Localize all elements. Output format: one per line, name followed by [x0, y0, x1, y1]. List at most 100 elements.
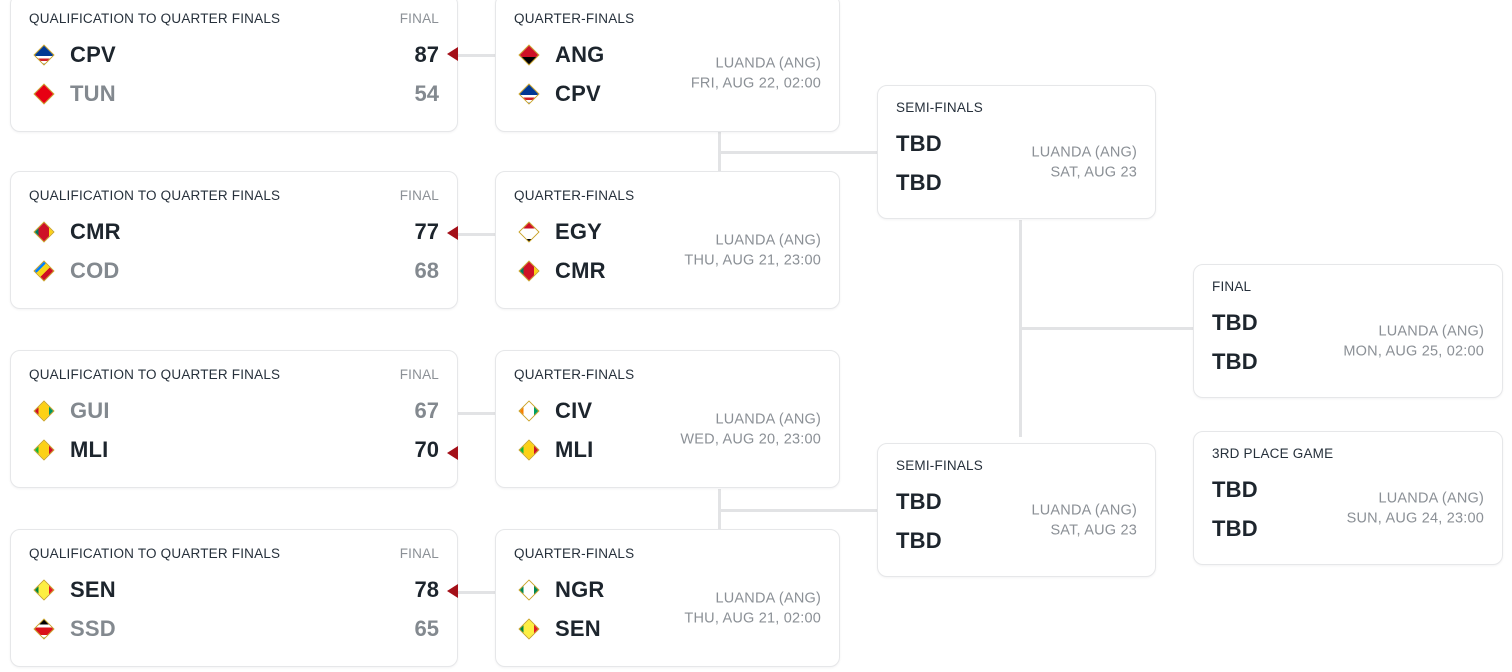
team-abbr: TBD [896, 169, 942, 195]
team-abbr: COD [70, 257, 120, 283]
team-abbr: SEN [70, 576, 116, 602]
quarter-final-card-2[interactable]: QUARTER-FINALS EGY CMR LUANDA (ANG) THU,… [495, 171, 840, 309]
team-row[interactable]: SEN [514, 609, 821, 648]
qualification-card-4[interactable]: QUALIFICATION TO QUARTER FINALS FINAL SE… [10, 529, 458, 667]
team-row[interactable]: COD 68 [29, 251, 439, 290]
team-row[interactable]: TBD [896, 163, 1137, 202]
card-status: FINAL [399, 188, 439, 203]
quarter-final-card-4[interactable]: QUARTER-FINALS NGR SEN LUANDA (ANG) THU,… [495, 529, 840, 667]
team-row[interactable]: CPV 87 [29, 35, 439, 74]
card-title: QUALIFICATION TO QUARTER FINALS [29, 188, 281, 203]
match-venue: LUANDA (ANG) [1031, 144, 1137, 161]
match-venue: LUANDA (ANG) [715, 232, 821, 249]
match-meta: LUANDA (ANG) SUN, AUG 24, 23:00 [1347, 489, 1484, 528]
senegal-flag-icon [29, 578, 59, 601]
team-row[interactable]: EGY [514, 212, 821, 251]
match-datetime: MON, AUG 25, 02:00 [1343, 343, 1484, 359]
team-abbr: CPV [70, 41, 116, 67]
quarter-final-card-1[interactable]: QUARTER-FINALS ANG CPV LUANDA (ANG) FRI,… [495, 0, 840, 132]
team-row[interactable]: TBD [1212, 303, 1484, 342]
south-sudan-flag-icon [29, 617, 59, 640]
senegal-flag-icon [514, 617, 544, 640]
match-meta: LUANDA (ANG) THU, AUG 21, 02:00 [684, 589, 821, 628]
card-title: QUALIFICATION TO QUARTER FINALS [29, 11, 281, 26]
final-card[interactable]: FINAL TBD TBD LUANDA (ANG) MON, AUG 25, … [1193, 264, 1503, 398]
match-meta: LUANDA (ANG) FRI, AUG 22, 02:00 [691, 54, 821, 93]
semi-final-card-1[interactable]: SEMI-FINALS TBD TBD LUANDA (ANG) SAT, AU… [877, 85, 1156, 219]
team-row[interactable]: CMR [514, 251, 821, 290]
team-abbr: TBD [896, 488, 942, 514]
card-title: SEMI-FINALS [896, 458, 983, 473]
match-datetime: SUN, AUG 24, 23:00 [1346, 510, 1484, 526]
team-row[interactable]: TBD [896, 521, 1137, 560]
team-row[interactable]: CIV [514, 391, 821, 430]
team-row[interactable]: TBD [896, 124, 1137, 163]
team: CPV [29, 42, 405, 68]
card-title: FINAL [1212, 279, 1252, 294]
match-venue: LUANDA (ANG) [1378, 490, 1484, 507]
team-row[interactable]: SSD 65 [29, 609, 439, 648]
match-venue: LUANDA (ANG) [1378, 323, 1484, 340]
cameroon-flag-icon [29, 220, 59, 243]
team-row[interactable]: TBD [896, 482, 1137, 521]
team-rows: TBD TBD LUANDA (ANG) SAT, AUG 23 [878, 124, 1155, 202]
card-title: QUARTER-FINALS [514, 11, 635, 26]
card-header: QUARTER-FINALS [496, 172, 839, 203]
winner-marker-icon [447, 226, 458, 240]
quarter-final-card-3[interactable]: QUARTER-FINALS CIV MLI LUANDA (ANG) WED,… [495, 350, 840, 488]
team-rows: TBD TBD LUANDA (ANG) SUN, AUG 24, 23:00 [1194, 470, 1502, 548]
card-header: QUALIFICATION TO QUARTER FINALS FINAL [11, 351, 457, 382]
third-place-card[interactable]: 3RD PLACE GAME TBD TBD LUANDA (ANG) SUN,… [1193, 431, 1503, 565]
team: SEN [29, 577, 405, 603]
tunisia-flag-icon [29, 82, 59, 105]
mali-flag-icon [29, 438, 59, 461]
qualification-card-3[interactable]: QUALIFICATION TO QUARTER FINALS FINAL GU… [10, 350, 458, 488]
team-row[interactable]: CPV [514, 74, 821, 113]
team-row[interactable]: TBD [1212, 342, 1484, 381]
card-header: QUALIFICATION TO QUARTER FINALS FINAL [11, 0, 457, 26]
qualification-card-2[interactable]: QUALIFICATION TO QUARTER FINALS FINAL CM… [10, 171, 458, 309]
cameroon-flag-icon [514, 259, 544, 282]
cape-verde-flag-icon [514, 82, 544, 105]
match-meta: LUANDA (ANG) SAT, AUG 23 [1031, 501, 1137, 540]
team-abbr: TBD [1212, 515, 1258, 541]
semi-final-card-2[interactable]: SEMI-FINALS TBD TBD LUANDA (ANG) SAT, AU… [877, 443, 1156, 577]
team-row[interactable]: ANG [514, 35, 821, 74]
team-row[interactable]: TBD [1212, 470, 1484, 509]
team-abbr: TUN [70, 80, 116, 106]
team: TUN [29, 81, 405, 107]
team-row[interactable]: NGR [514, 570, 821, 609]
team-abbr: MLI [555, 436, 594, 462]
team-score: 54 [414, 80, 439, 106]
guinea-flag-icon [29, 399, 59, 422]
team-row[interactable]: MLI 70 [29, 430, 439, 469]
nigeria-flag-icon [514, 578, 544, 601]
team: CIV [514, 398, 821, 424]
card-title: 3RD PLACE GAME [1212, 446, 1334, 461]
team-row[interactable]: TUN 54 [29, 74, 439, 113]
team-score: 67 [414, 397, 439, 423]
team-rows: SEN 78 SSD 65 [11, 570, 457, 648]
team-row[interactable]: SEN 78 [29, 570, 439, 609]
winner-marker-icon [447, 446, 458, 460]
team-abbr: TBD [1212, 309, 1258, 335]
team-abbr: SSD [70, 615, 116, 641]
connector-qf-upper-to-sf [718, 151, 878, 154]
qualification-card-1[interactable]: QUALIFICATION TO QUARTER FINALS FINAL CP… [10, 0, 458, 132]
team-score: 68 [414, 257, 439, 283]
match-datetime: WED, AUG 20, 23:00 [680, 431, 821, 447]
team-row[interactable]: MLI [514, 430, 821, 469]
team-abbr: TBD [1212, 476, 1258, 502]
team-abbr: CMR [70, 218, 121, 244]
team-row[interactable]: GUI 67 [29, 391, 439, 430]
connector-qual-1-to-qf [458, 54, 496, 57]
team-score: 78 [414, 576, 439, 602]
card-header: QUARTER-FINALS [496, 0, 839, 26]
team-rows: EGY CMR LUANDA (ANG) THU, AUG 21, 23:00 [496, 212, 839, 290]
team-abbr: GUI [70, 397, 110, 423]
team-row[interactable]: CMR 77 [29, 212, 439, 251]
team-rows: TBD TBD LUANDA (ANG) SAT, AUG 23 [878, 482, 1155, 560]
team: COD [29, 258, 405, 284]
card-title: SEMI-FINALS [896, 100, 983, 115]
team-row[interactable]: TBD [1212, 509, 1484, 548]
